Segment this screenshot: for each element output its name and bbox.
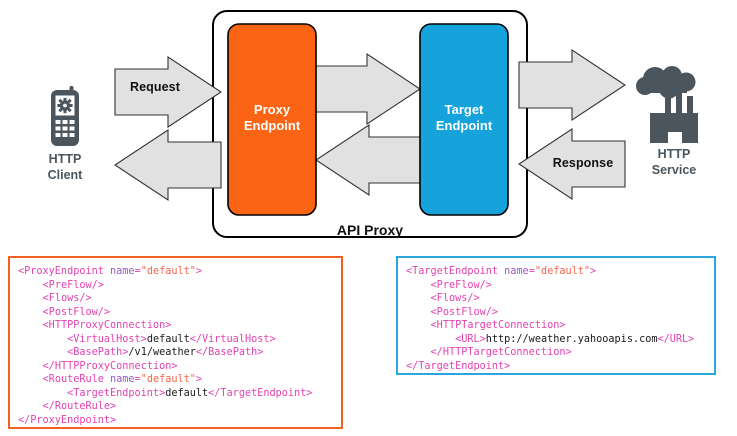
- code-token-at: name: [110, 266, 135, 277]
- arrow-response: [518, 127, 626, 201]
- code-token-tg: <PostFlow/>: [42, 306, 111, 318]
- code-token-tg: >: [195, 374, 203, 385]
- arrow-client-inbound: [114, 128, 222, 202]
- code-token-tg: <TargetEndpoint>: [67, 387, 166, 399]
- code-line: <PostFlow/>: [18, 306, 341, 320]
- code-line: <PreFlow/>: [18, 279, 341, 293]
- code-token-tx: [18, 388, 67, 399]
- code-token-av: "default": [140, 266, 196, 277]
- code-token-tg: <PostFlow/>: [430, 306, 499, 318]
- code-line: <TargetEndpoint name="default">: [406, 265, 714, 279]
- code-token-tx: default: [146, 333, 190, 345]
- code-line: </RouteRule>: [18, 400, 341, 414]
- code-token-tg: </BasePath>: [195, 347, 264, 358]
- code-token-tx: [18, 293, 43, 304]
- code-token-tg: </RouteRule>: [42, 401, 117, 412]
- code-token-tg: <HTTPProxyConnection>: [42, 320, 172, 331]
- code-token-tg: <HTTPTargetConnection>: [430, 320, 566, 331]
- code-token-tg: >: [590, 266, 597, 277]
- target-endpoint-code-block[interactable]: <TargetEndpoint name="default"> <PreFlow…: [396, 256, 716, 375]
- code-token-tg: <PreFlow/>: [42, 279, 104, 291]
- code-token-av: "default": [140, 374, 196, 385]
- code-token-tg: </URL>: [657, 333, 695, 345]
- code-token-tx: [18, 347, 67, 358]
- code-token-tx: [18, 320, 43, 331]
- proxy-endpoint-code-block[interactable]: <ProxyEndpoint name="default"> <PreFlow/…: [8, 256, 343, 429]
- code-line: <HTTPProxyConnection>: [18, 319, 341, 333]
- code-token-tg: </TargetEndpoint>: [406, 360, 511, 372]
- code-token-tg: <RouteRule: [42, 374, 111, 385]
- arrow-request: [114, 55, 222, 129]
- code-line: <URL>http://weather.yahooapis.com</URL>: [406, 333, 714, 347]
- code-token-tg: <Flows/>: [42, 293, 92, 304]
- proxy-endpoint-box[interactable]: [227, 23, 317, 216]
- code-token-tx: [406, 280, 431, 291]
- code-token-eq: =: [134, 374, 141, 385]
- arrow-service-outbound: [518, 48, 626, 122]
- code-token-tx: [18, 374, 43, 385]
- code-token-tg: <PreFlow/>: [430, 279, 492, 291]
- code-line: </TargetEndpoint>: [406, 360, 714, 374]
- code-token-tx: [406, 293, 431, 304]
- code-token-tg: <ProxyEndpoint: [18, 266, 111, 277]
- code-line: </ProxyEndpoint>: [18, 414, 341, 428]
- code-token-tg: <Flows/>: [430, 293, 480, 304]
- code-line: <TargetEndpoint>default</TargetEndpoint>: [18, 387, 341, 401]
- code-line: <HTTPTargetConnection>: [406, 319, 714, 333]
- code-line: <VirtualHost>default</VirtualHost>: [18, 333, 341, 347]
- code-line: <ProxyEndpoint name="default">: [18, 265, 341, 279]
- code-token-tx: /v1/weather: [128, 347, 196, 358]
- code-token-eq: =: [528, 266, 535, 277]
- mobile-phone-gear-icon: [51, 86, 79, 146]
- target-endpoint-box[interactable]: [419, 23, 509, 216]
- code-token-tg: </TargetEndpoint>: [208, 387, 313, 399]
- code-line: <RouteRule name="default">: [18, 373, 341, 387]
- code-token-tx: [18, 280, 43, 291]
- code-token-tg: </HTTPProxyConnection>: [42, 360, 178, 372]
- code-line: <PreFlow/>: [406, 279, 714, 293]
- code-token-at: name: [110, 374, 135, 385]
- code-token-tx: [18, 401, 43, 412]
- code-token-tx: [18, 361, 43, 372]
- code-token-tg: <URL>: [455, 333, 486, 345]
- factory-cloud-icon: [636, 66, 698, 143]
- code-token-tx: [406, 334, 455, 345]
- code-token-tx: [18, 334, 67, 345]
- code-token-tg: </HTTPTargetConnection>: [430, 347, 572, 358]
- code-line: <Flows/>: [18, 292, 341, 306]
- api-proxy-flow-svg: .ar { fill:#e1e1e1; stroke:#333333; stro…: [51, 10, 698, 238]
- code-line: <PostFlow/>: [406, 306, 714, 320]
- code-token-tg: >: [195, 266, 203, 277]
- code-line: <BasePath>/v1/weather</BasePath>: [18, 346, 341, 360]
- code-line: </HTTPProxyConnection>: [18, 360, 341, 374]
- code-token-tx: default: [165, 387, 209, 399]
- arrow-target-to-proxy: [315, 123, 421, 197]
- code-token-eq: =: [134, 266, 141, 277]
- arrow-proxy-to-target: [315, 52, 421, 126]
- code-token-av: "default": [534, 266, 591, 277]
- code-token-tg: <TargetEndpoint: [406, 266, 505, 277]
- code-token-tx: http://weather.yahooapis.com: [485, 333, 658, 345]
- code-token-tg: </ProxyEndpoint>: [18, 414, 117, 426]
- code-token-at: name: [504, 266, 529, 277]
- code-line: </HTTPTargetConnection>: [406, 346, 714, 360]
- code-token-tx: [406, 347, 431, 358]
- code-token-tg: <VirtualHost>: [67, 333, 147, 345]
- code-token-tg: <BasePath>: [67, 347, 129, 358]
- code-token-tg: </VirtualHost>: [189, 333, 276, 345]
- code-token-tx: [406, 320, 431, 331]
- code-token-tx: [406, 307, 431, 318]
- code-token-tx: [18, 307, 43, 318]
- code-line: <Flows/>: [406, 292, 714, 306]
